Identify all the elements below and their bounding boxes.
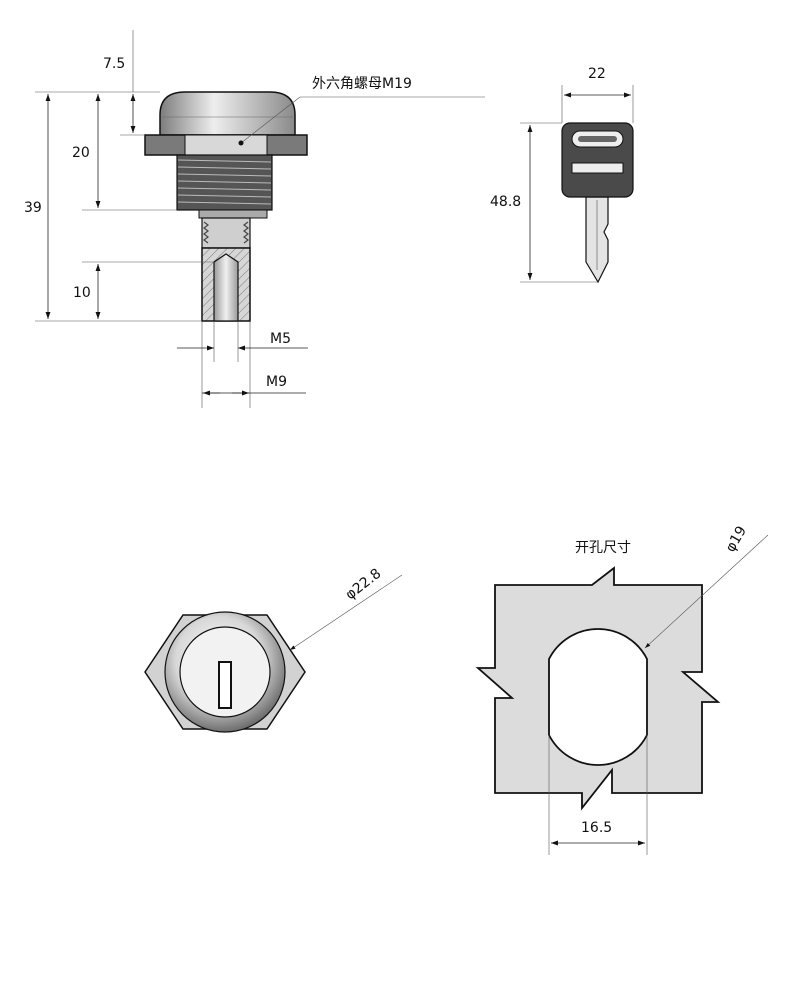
bore-hole [213,253,239,322]
key-dim-width: 22 [588,66,606,82]
cutout-view: 开孔尺寸 φ19 16.5 [475,524,769,855]
dim-total-height: 39 [24,200,42,216]
thread-lines [177,159,272,205]
cutout-title: 开孔尺寸 [575,540,631,556]
collar [198,209,268,219]
nut-label: 外六角螺母M19 [312,76,412,92]
key-dim-length: 48.8 [490,194,521,210]
hex-nut-face [184,134,268,156]
panel-with-cutout [475,566,721,811]
dim-bore-depth: 10 [73,285,91,301]
dim-inner-thread: M5 [270,331,291,347]
cutout-dim-diameter: φ19 [723,524,750,555]
dim-body-height: 20 [72,145,90,161]
dim-cap-height: 7.5 [103,56,125,72]
small-thread [201,217,251,249]
dim-outer-thread: M9 [266,374,287,390]
cutout-dim-flat-width: 16.5 [581,820,612,836]
front-dim-diameter: φ22.8 [343,566,385,603]
side-view: 7.5 20 39 10 外六角螺母M19 M5 M9 [24,30,485,408]
key-slot [218,661,232,709]
cap-dome [159,91,296,136]
key-view: 22 48.8 [490,66,634,284]
front-view: φ22.8 [144,566,403,733]
